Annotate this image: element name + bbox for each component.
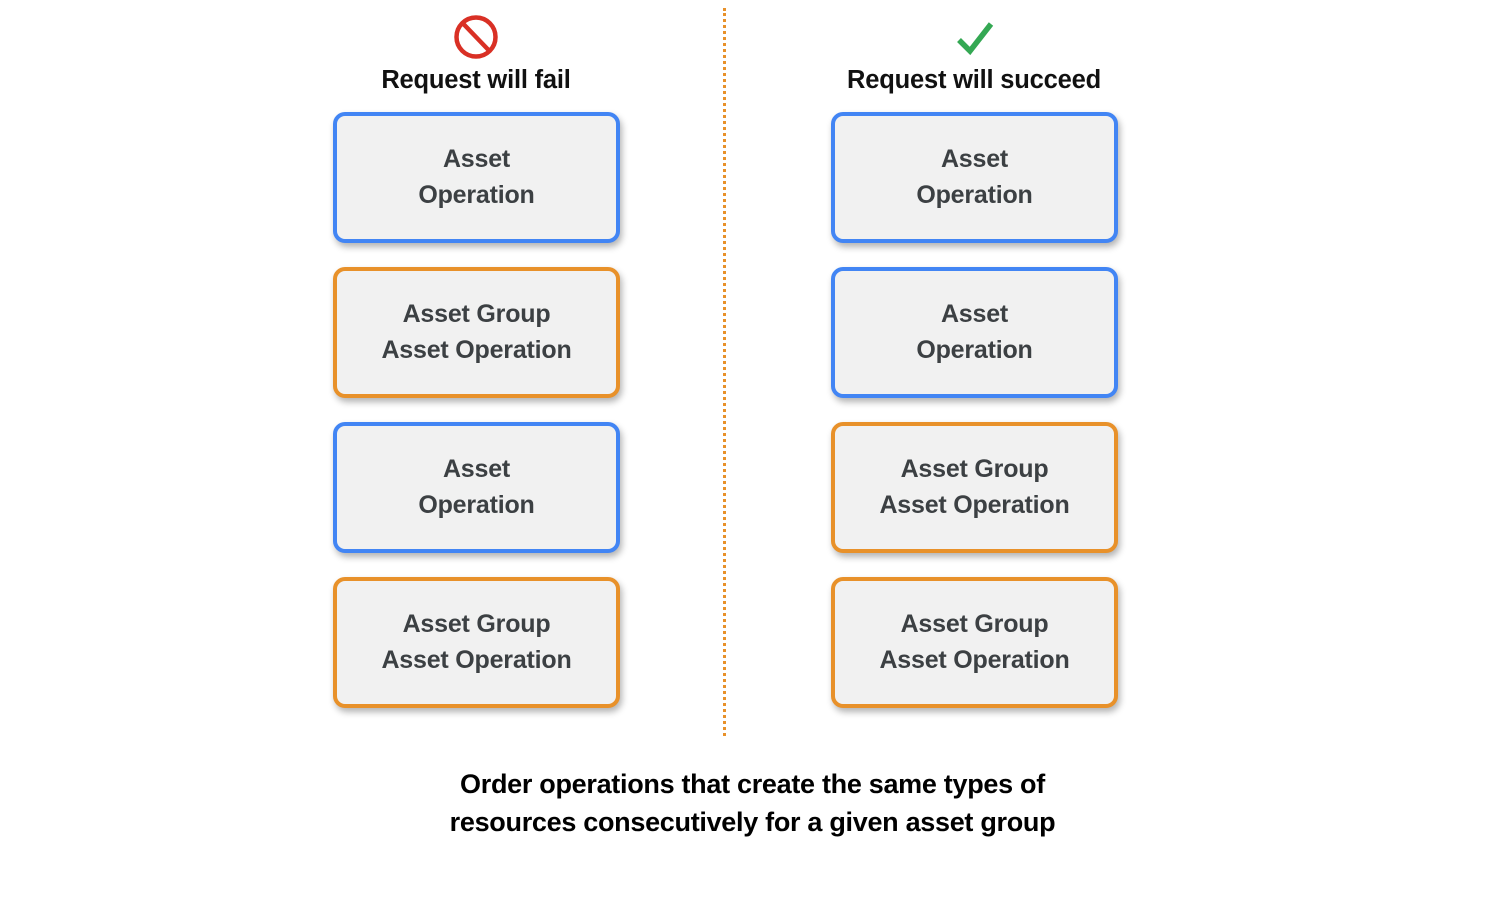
column-header-succeed: Request will succeed bbox=[824, 12, 1124, 94]
operation-box-label: Asset Group Asset Operation bbox=[381, 610, 572, 674]
operation-stack-fail: Asset Operation Asset Group Asset Operat… bbox=[333, 112, 620, 732]
operation-box-label: Asset Operation bbox=[418, 455, 535, 519]
operation-box-asset[interactable]: Asset Operation bbox=[333, 112, 620, 243]
column-header-fail: Request will fail bbox=[326, 12, 626, 94]
operation-box-asset-group[interactable]: Asset Group Asset Operation bbox=[831, 577, 1118, 708]
operation-box-label: Asset Operation bbox=[916, 145, 1033, 209]
operation-box-label: Asset Group Asset Operation bbox=[879, 455, 1070, 519]
operation-box-asset-group[interactable]: Asset Group Asset Operation bbox=[333, 267, 620, 398]
diagram-caption: Order operations that create the same ty… bbox=[449, 769, 1056, 838]
prohibition-icon bbox=[454, 15, 498, 59]
operation-box-label: Asset Group Asset Operation bbox=[879, 610, 1070, 674]
check-icon bbox=[957, 22, 994, 56]
operation-box-label: Asset Operation bbox=[418, 145, 535, 209]
operation-box-asset[interactable]: Asset Operation bbox=[831, 267, 1118, 398]
operation-box-label: Asset Group Asset Operation bbox=[381, 300, 572, 364]
column-title-succeed: Request will succeed bbox=[847, 66, 1101, 94]
operation-box-asset-group[interactable]: Asset Group Asset Operation bbox=[333, 577, 620, 708]
operation-box-asset[interactable]: Asset Operation bbox=[831, 112, 1118, 243]
operation-box-asset-group[interactable]: Asset Group Asset Operation bbox=[831, 422, 1118, 553]
operation-stack-succeed: Asset Operation Asset Operation Asset Gr… bbox=[831, 112, 1118, 732]
operation-box-asset[interactable]: Asset Operation bbox=[333, 422, 620, 553]
column-title-fail: Request will fail bbox=[381, 66, 571, 94]
operation-box-label: Asset Operation bbox=[916, 300, 1033, 364]
column-divider bbox=[723, 8, 726, 736]
